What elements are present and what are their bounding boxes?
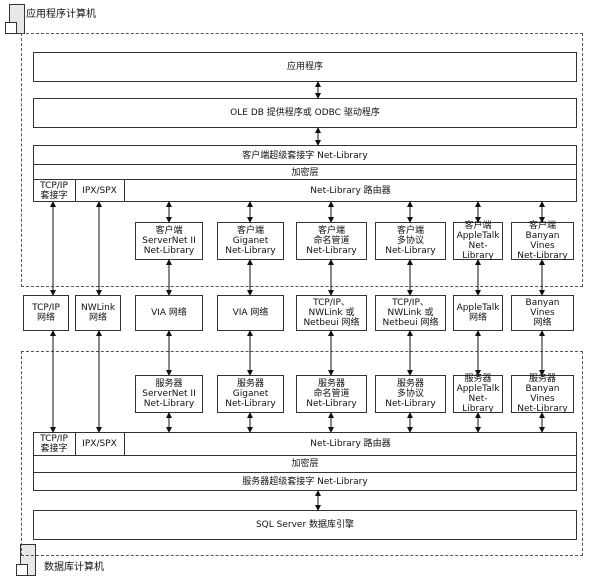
client-machine-label: 应用程序计算机 [26,9,96,20]
client-super-socket-label: 客户端超级套接字 Net-Library [242,151,368,161]
client-stack-vdivider-1 [75,179,76,202]
server-ipx-spx-label: IPX/SPX [82,439,117,449]
server-encryption-label: 加密层 [291,459,319,469]
server-stack-divider-2 [33,472,577,473]
network-tcpip: TCP/IP 网络 [23,295,69,331]
client-computer-icon [5,4,27,34]
client-ipx-spx-label: IPX/SPX [82,186,117,196]
client-machine-region [21,33,583,287]
server-netlib-giganet: 服务器 Giganet Net-Library [217,375,284,413]
network-appletalk: AppleTalk 网络 [453,295,503,331]
server-protocol-stack [33,432,577,491]
client-stack-divider-2 [33,179,577,180]
client-stack-vdivider-2 [124,179,125,202]
client-netlib-multiprotocol: 客户端 多协议 Net-Library [375,222,446,260]
network-tcpip-nwlink-netbeui-2: TCP/IP、 NWLink 或 Netbeui 网络 [375,295,446,331]
network-via-1: VIA 网络 [135,295,203,331]
server-router-label: Net-Library 路由器 [310,439,391,449]
server-tcpip-socket-label: TCP/IP 套接字 [40,434,68,454]
client-encryption-label: 加密层 [291,168,319,178]
client-netlib-named-pipes: 客户端 命名管道 Net-Library [296,222,367,260]
server-super-socket-label: 服务器超级套接字 Net-Library [242,477,368,487]
network-via-2: VIA 网络 [217,295,284,331]
client-router-label: Net-Library 路由器 [310,186,391,196]
server-machine-label: 数据库计算机 [44,562,104,573]
server-netlib-named-pipes: 服务器 命名管道 Net-Library [296,375,367,413]
client-netlib-banyan-vines: 客户端 Banyan Vines Net-Library [511,221,574,261]
network-nwlink: NWLink 网络 [75,295,121,331]
server-stack-divider-1 [33,455,577,456]
server-netlib-servernet: 服务器 ServerNet II Net-Library [135,375,203,413]
server-stack-vdivider-1 [75,432,76,455]
application-box: 应用程序 [33,52,577,82]
server-machine-region [21,351,583,556]
client-tcpip-socket-label: TCP/IP 套接字 [40,181,68,201]
server-stack-vdivider-2 [124,432,125,455]
client-protocol-stack [33,145,577,202]
network-banyan-vines: Banyan Vines 网络 [511,295,574,331]
network-tcpip-nwlink-netbeui-1: TCP/IP、 NWLink 或 Netbeui 网络 [296,295,367,331]
server-computer-icon [16,544,38,576]
client-netlib-giganet: 客户端 Giganet Net-Library [217,222,284,260]
client-netlib-servernet: 客户端 ServerNet II Net-Library [135,222,203,260]
server-netlib-banyan-vines: 服务器 Banyan Vines Net-Library [511,374,574,414]
sql-server-engine-box: SQL Server 数据库引擎 [33,510,577,540]
server-netlib-multiprotocol: 服务器 多协议 Net-Library [375,375,446,413]
server-netlib-appletalk: 服务器 AppleTalk Net-Library [453,374,503,414]
ole-odbc-box: OLE DB 提供程序或 ODBC 驱动程序 [33,98,577,128]
client-stack-divider-1 [33,164,577,165]
client-netlib-appletalk: 客户端 AppleTalk Net-Library [453,221,503,261]
